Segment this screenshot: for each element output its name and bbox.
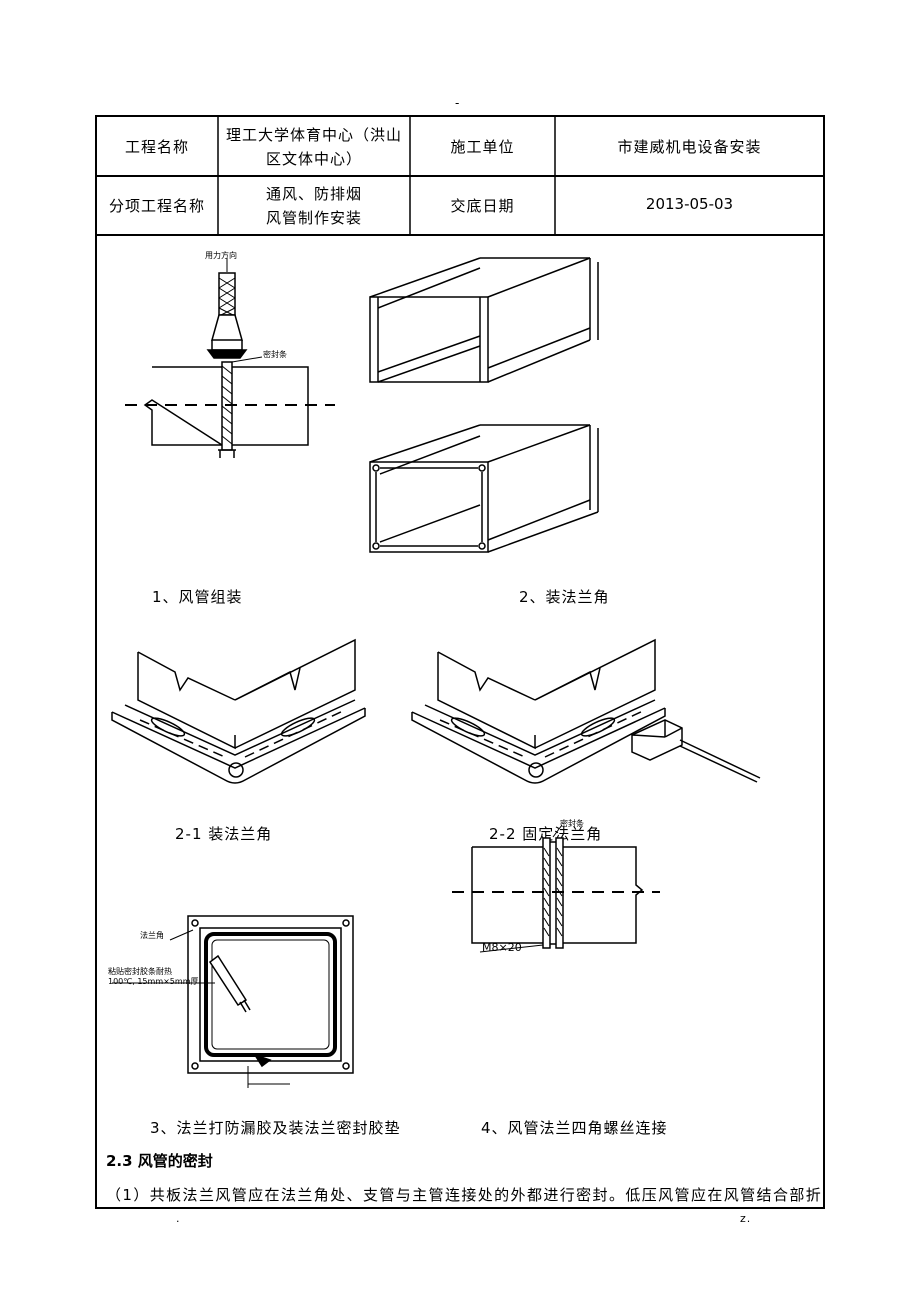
project-name-line1: 理工大学体育中心（洪山 [225, 126, 402, 144]
footer-right-mark: z. [740, 1212, 752, 1225]
bolt-size-label: M8×20 [482, 941, 522, 954]
gasket-spec-line2: 100℃, 15mm×5mm厚 [108, 977, 199, 986]
section-paragraph: （1）共板法兰风管应在法兰角处、支管与主管连接处的外都进行密封。低压风管应在风管… [106, 1186, 823, 1204]
contractor-value: 市建威机电设备安装 [617, 138, 762, 156]
project-name-label: 工程名称 [124, 138, 189, 156]
figure-1-caption: 1、风管组装 [152, 588, 243, 606]
project-name-line2: 区文体中心） [265, 150, 362, 168]
flange-angle-label: 法兰角 [140, 931, 164, 940]
figure-2-2-caption: 2-2 固定法兰角 [489, 825, 603, 843]
footer-left-mark: . [176, 1212, 181, 1225]
sub-project-line1: 通风、防排烟 [265, 185, 362, 203]
seal-strip-label-1: 密封条 [263, 350, 287, 359]
date-value: 2013-05-03 [645, 195, 734, 213]
top-mark: - [455, 96, 461, 110]
date-label: 交底日期 [450, 197, 515, 215]
section-heading: 2.3 风管的密封 [106, 1152, 213, 1170]
figure-3-caption: 3、法兰打防漏胶及装法兰密封胶垫 [150, 1119, 401, 1137]
figure-4-caption: 4、风管法兰四角螺丝连接 [481, 1119, 668, 1137]
sub-project-label: 分项工程名称 [108, 197, 205, 215]
force-direction-label: 用力方向 [205, 251, 237, 260]
gasket-spec-line1: 粘贴密封胶条耐热 [108, 967, 172, 976]
figure-2-caption: 2、装法兰角 [519, 588, 610, 606]
contractor-label: 施工单位 [450, 138, 515, 156]
seal-strip-label-2: 密封条 [560, 819, 584, 828]
sub-project-line2: 风管制作安装 [265, 209, 362, 227]
figure-2-1-caption: 2-1 装法兰角 [175, 825, 273, 843]
